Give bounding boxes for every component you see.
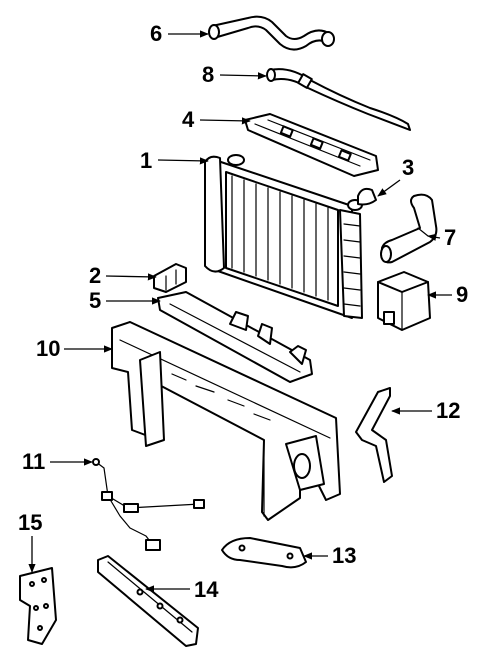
callout-3: 3 (377, 155, 414, 197)
callout-4: 4 (182, 107, 251, 132)
reservoir-block (377, 271, 431, 331)
callout-14: 14 (145, 577, 219, 602)
callout-label-4: 4 (182, 107, 195, 132)
callout-label-6: 6 (150, 21, 162, 46)
lower-support-bar (97, 555, 199, 647)
upper-radiator-hose (208, 15, 335, 51)
callout-label-3: 3 (402, 155, 414, 180)
radiator (204, 154, 363, 319)
callout-9: 9 (427, 282, 468, 307)
splash-shield (19, 567, 57, 645)
callout-label-15: 15 (18, 510, 42, 535)
callout-label-2: 2 (89, 263, 101, 288)
callout-7: 7 (427, 225, 456, 250)
upper-baffle (244, 113, 379, 177)
callout-label-5: 5 (89, 288, 101, 313)
wiring-harness (92, 458, 205, 551)
callout-label-10: 10 (36, 336, 60, 361)
callout-label-11: 11 (22, 449, 45, 474)
lower-baffle (157, 291, 313, 383)
callout-label-7: 7 (444, 225, 456, 250)
callout-1: 1 (140, 148, 209, 173)
callout-2: 2 (89, 263, 157, 288)
callout-15: 15 (18, 510, 42, 573)
callout-label-13: 13 (332, 543, 356, 568)
callout-label-9: 9 (456, 282, 468, 307)
lower-radiator-hose (380, 193, 438, 264)
radiator-cap (357, 187, 377, 206)
callout-label-1: 1 (140, 148, 152, 173)
radiator-support (111, 321, 341, 521)
callout-6: 6 (150, 21, 209, 46)
overflow-hose (266, 68, 411, 131)
callout-12: 12 (391, 398, 460, 423)
callout-5: 5 (89, 288, 161, 313)
side-baffle (355, 387, 393, 483)
callout-10: 10 (36, 336, 113, 361)
radiator-bracket (153, 263, 187, 293)
callout-label-12: 12 (436, 398, 460, 423)
callout-label-8: 8 (202, 62, 214, 87)
callout-13: 13 (303, 543, 356, 568)
callout-label-14: 14 (194, 577, 219, 602)
callout-11: 11 (22, 449, 93, 474)
callout-8: 8 (202, 62, 267, 87)
air-deflector (221, 537, 307, 569)
